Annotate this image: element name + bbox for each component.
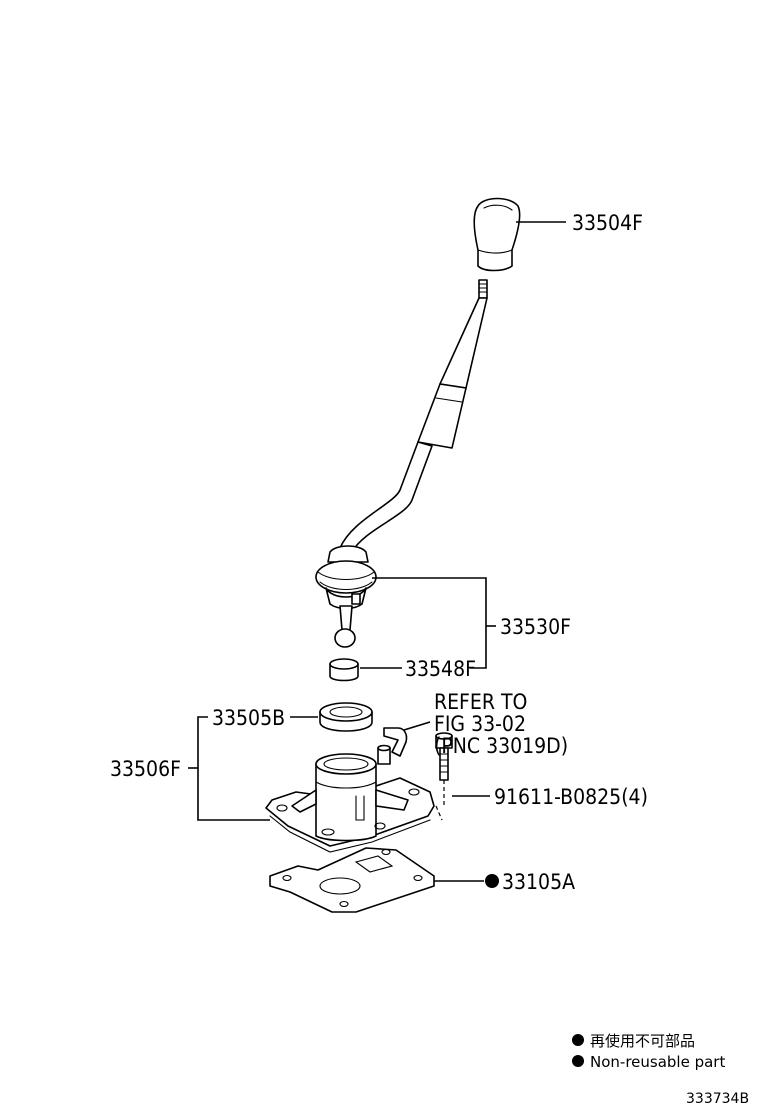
non-reusable-dot	[485, 874, 499, 888]
label-33105A: 33105A	[502, 870, 575, 894]
refer-line-1: REFER TO	[434, 690, 527, 714]
shift-housing	[265, 753, 435, 853]
figure-code: 333734B	[686, 1091, 749, 1107]
shift-knob	[473, 197, 521, 272]
bushing-part	[329, 658, 359, 682]
bolt-part	[435, 732, 453, 821]
boot-seal-part	[319, 702, 373, 732]
label-33506F: 33506F	[110, 757, 181, 781]
label-33530F: 33530F	[500, 615, 571, 639]
legend-text-en: Non-reusable part	[590, 1053, 725, 1071]
label-33504F: 33504F	[572, 211, 643, 235]
refer-line-3: (PNC 33019D)	[434, 734, 568, 758]
legend: 再使用不可部品 Non-reusable part	[572, 1032, 725, 1071]
refer-line-2: FIG 33-02	[434, 712, 526, 736]
legend-text-jp: 再使用不可部品	[590, 1032, 695, 1050]
legend-dot-jp	[572, 1034, 584, 1046]
breather-pipe	[377, 727, 408, 765]
shift-lever	[339, 279, 488, 553]
label-bolt: 91611-B0825(4)	[494, 785, 648, 809]
leader-lines	[188, 221, 566, 882]
legend-dot-en	[572, 1055, 584, 1067]
gasket-part	[269, 847, 435, 913]
lever-ball-joint	[315, 545, 377, 648]
label-33548F: 33548F	[405, 657, 476, 681]
label-33505B: 33505B	[212, 706, 285, 730]
